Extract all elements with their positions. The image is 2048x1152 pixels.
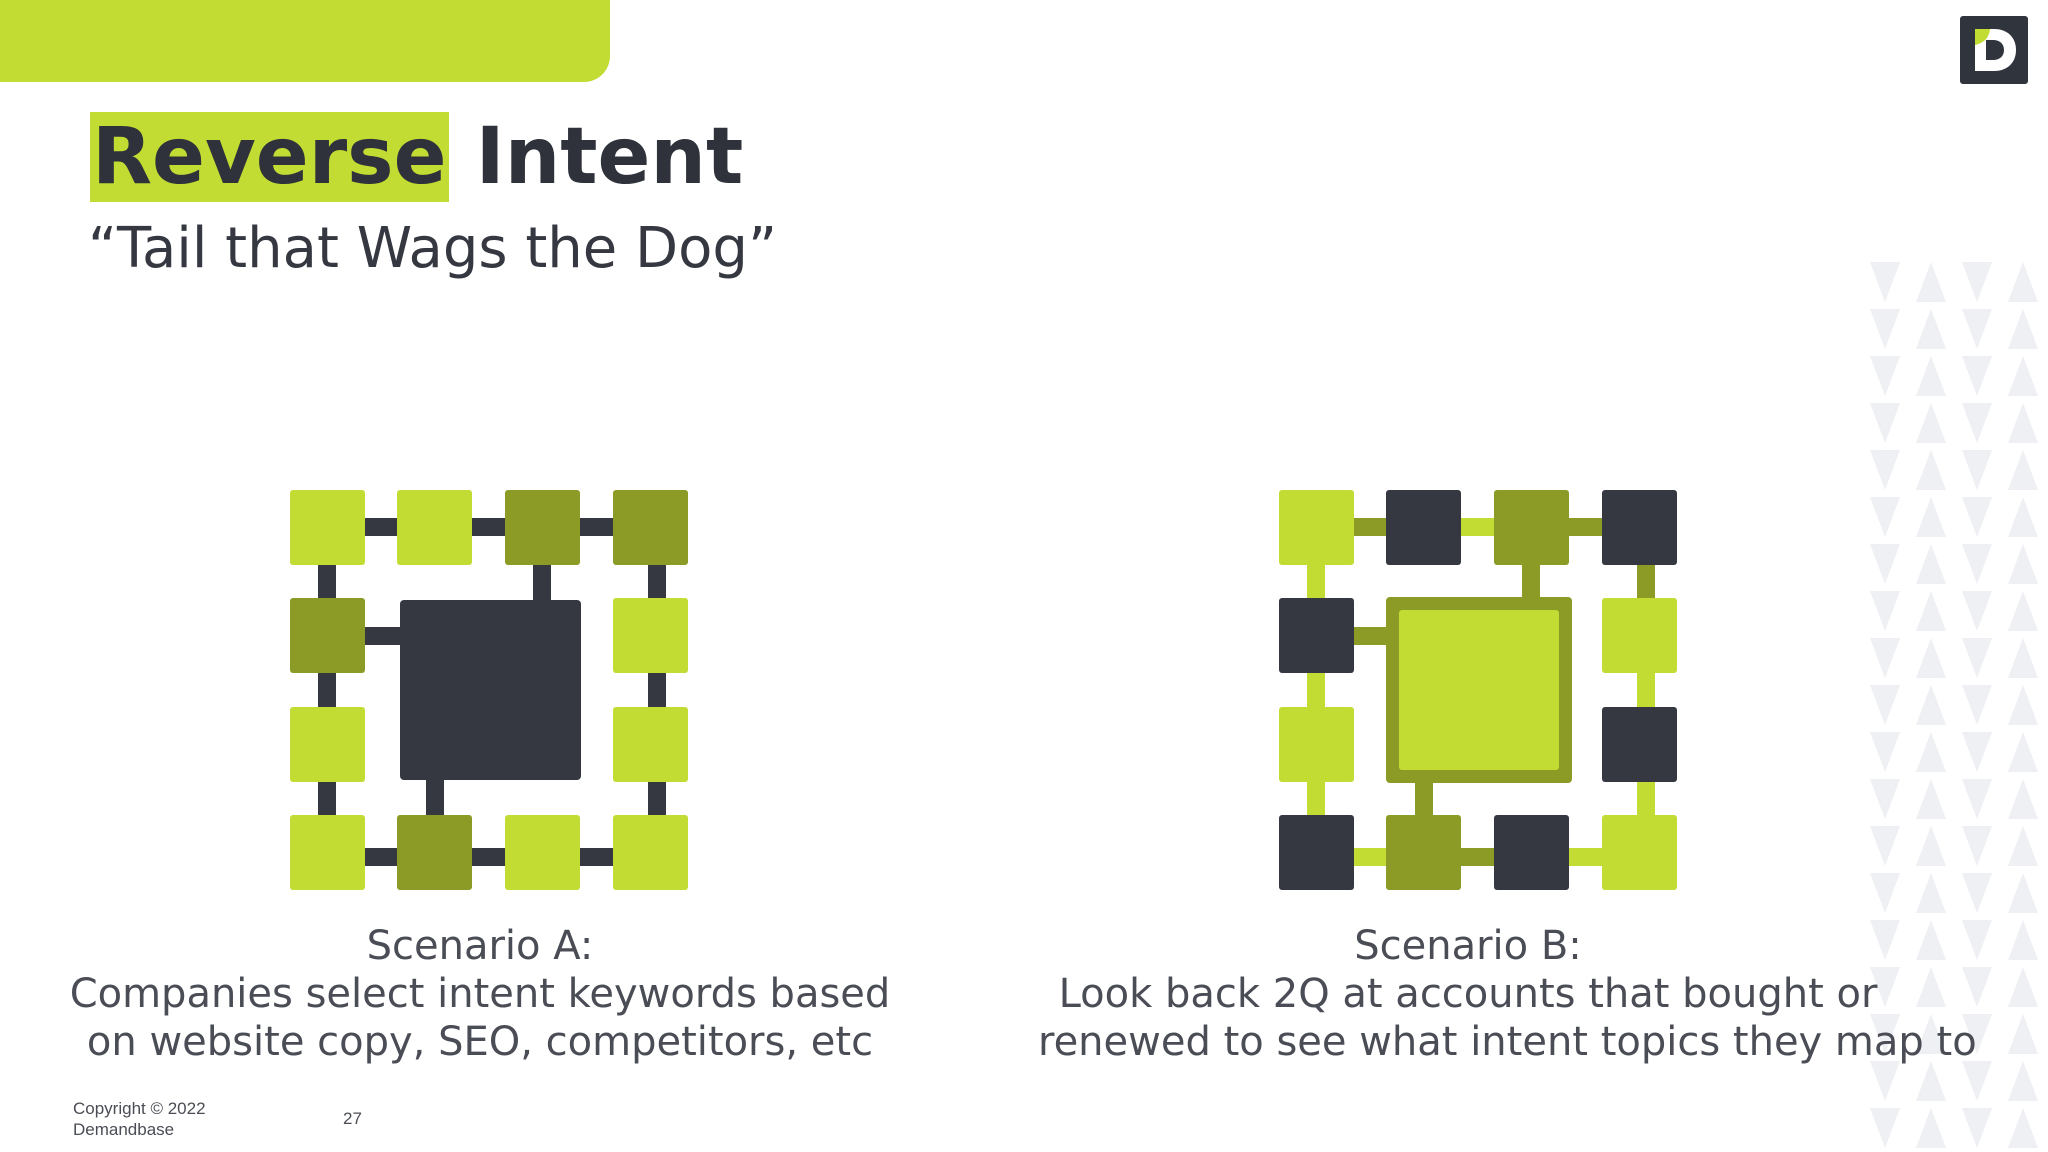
pattern-triangle <box>1962 450 1992 490</box>
pattern-triangle <box>2008 920 2038 960</box>
pattern-triangle <box>1962 873 1992 913</box>
pattern-triangle <box>1870 826 1900 866</box>
scenario-a-line2: on website copy, SEO, competitors, etc <box>86 1019 874 1065</box>
pattern-triangle <box>1962 638 1992 678</box>
pattern-triangle <box>1962 544 1992 584</box>
pattern-triangle <box>1870 497 1900 537</box>
pattern-triangle <box>1870 544 1900 584</box>
pattern-triangle <box>1870 309 1900 349</box>
pattern-triangle <box>1870 920 1900 960</box>
pattern-triangle <box>1870 967 1900 1007</box>
pattern-triangle <box>1870 732 1900 772</box>
pattern-triangle <box>1962 497 1992 537</box>
pattern-triangle <box>2008 967 2038 1007</box>
pattern-triangle <box>1916 450 1946 490</box>
scenario-a-caption: Scenario A: Companies select intent keyw… <box>50 922 910 1066</box>
pattern-triangle <box>1916 356 1946 396</box>
pattern-triangle <box>1870 1014 1900 1054</box>
title-highlight: Reverse <box>90 112 449 202</box>
pattern-triangle <box>2008 779 2038 819</box>
scenario-a-line1: Companies select intent keywords based <box>69 971 891 1017</box>
pattern-triangle <box>1916 1061 1946 1101</box>
pattern-triangle <box>2008 826 2038 866</box>
pattern-triangle <box>2008 497 2038 537</box>
pattern-triangle <box>1916 591 1946 631</box>
pattern-triangle <box>1916 497 1946 537</box>
pattern-triangle <box>1916 967 1946 1007</box>
demandbase-logo-icon <box>1960 16 2028 84</box>
copyright-line1: Copyright © 2022 <box>73 1099 206 1118</box>
pattern-triangle <box>1870 779 1900 819</box>
pattern-triangle <box>1870 262 1900 302</box>
pattern-triangle <box>1916 309 1946 349</box>
pattern-triangle <box>1962 309 1992 349</box>
pattern-triangle <box>2008 685 2038 725</box>
pattern-triangle <box>2008 309 2038 349</box>
slide-subtitle: “Tail that Wags the Dog” <box>88 216 777 281</box>
pattern-triangle <box>2008 873 2038 913</box>
pattern-triangle <box>1962 591 1992 631</box>
pattern-triangle <box>2008 732 2038 772</box>
top-accent-bar <box>0 0 610 82</box>
pattern-triangle <box>1916 779 1946 819</box>
copyright-line2: Demandbase <box>73 1120 175 1139</box>
pattern-triangle <box>2008 262 2038 302</box>
pattern-triangle <box>1916 826 1946 866</box>
pattern-triangle <box>1962 262 1992 302</box>
page-number: 27 <box>343 1109 362 1128</box>
pattern-triangle <box>2008 591 2038 631</box>
pattern-triangle <box>1916 920 1946 960</box>
scenario-b-network-icon <box>1279 490 1677 890</box>
pattern-triangle <box>1962 920 1992 960</box>
pattern-triangle <box>1916 403 1946 443</box>
pattern-triangle <box>1962 826 1992 866</box>
pattern-triangle <box>1870 1061 1900 1101</box>
pattern-triangle <box>2008 544 2038 584</box>
pattern-triangle <box>2008 1108 2038 1148</box>
pattern-triangle <box>1916 1014 1946 1054</box>
slide-title: Reverse Intent <box>90 108 743 206</box>
pattern-triangle <box>2008 1014 2038 1054</box>
pattern-triangle <box>1916 544 1946 584</box>
scenario-b-line1: Look back 2Q at accounts that bought or <box>1058 971 1878 1017</box>
pattern-triangle <box>1916 732 1946 772</box>
pattern-triangle <box>1962 732 1992 772</box>
pattern-triangle <box>2008 450 2038 490</box>
pattern-triangle <box>2008 356 2038 396</box>
scenario-b-heading: Scenario B: <box>1354 923 1582 969</box>
pattern-triangle <box>1870 638 1900 678</box>
pattern-triangle <box>1916 262 1946 302</box>
scenario-a-network-icon <box>290 490 688 890</box>
pattern-triangle <box>1870 685 1900 725</box>
pattern-triangle <box>1962 1108 1992 1148</box>
scenario-b-line2: renewed to see what intent topics they m… <box>1038 1019 1977 1065</box>
pattern-triangle <box>1916 638 1946 678</box>
pattern-triangle <box>1870 403 1900 443</box>
title-rest: Intent <box>475 112 744 202</box>
pattern-triangle <box>2008 1061 2038 1101</box>
scenario-b-caption: Scenario B: Look back 2Q at accounts tha… <box>1038 922 1977 1066</box>
pattern-triangle <box>1962 967 1992 1007</box>
pattern-triangle <box>1870 873 1900 913</box>
pattern-triangle <box>1962 779 1992 819</box>
pattern-triangle <box>1962 356 1992 396</box>
pattern-triangle <box>1962 1014 1992 1054</box>
pattern-triangle <box>1870 1108 1900 1148</box>
pattern-triangle <box>2008 638 2038 678</box>
pattern-triangle <box>2008 403 2038 443</box>
pattern-triangle <box>1916 1108 1946 1148</box>
copyright-notice: Copyright © 2022 Demandbase <box>73 1098 206 1140</box>
pattern-triangle <box>1916 873 1946 913</box>
triangle-pattern-icon <box>1870 262 2038 1148</box>
pattern-triangle <box>1870 356 1900 396</box>
pattern-triangle <box>1870 450 1900 490</box>
pattern-triangle <box>1870 591 1900 631</box>
pattern-triangle <box>1916 685 1946 725</box>
pattern-triangle <box>1962 403 1992 443</box>
scenario-a-heading: Scenario A: <box>366 923 594 969</box>
pattern-triangle <box>1962 685 1992 725</box>
pattern-triangle <box>1962 1061 1992 1101</box>
